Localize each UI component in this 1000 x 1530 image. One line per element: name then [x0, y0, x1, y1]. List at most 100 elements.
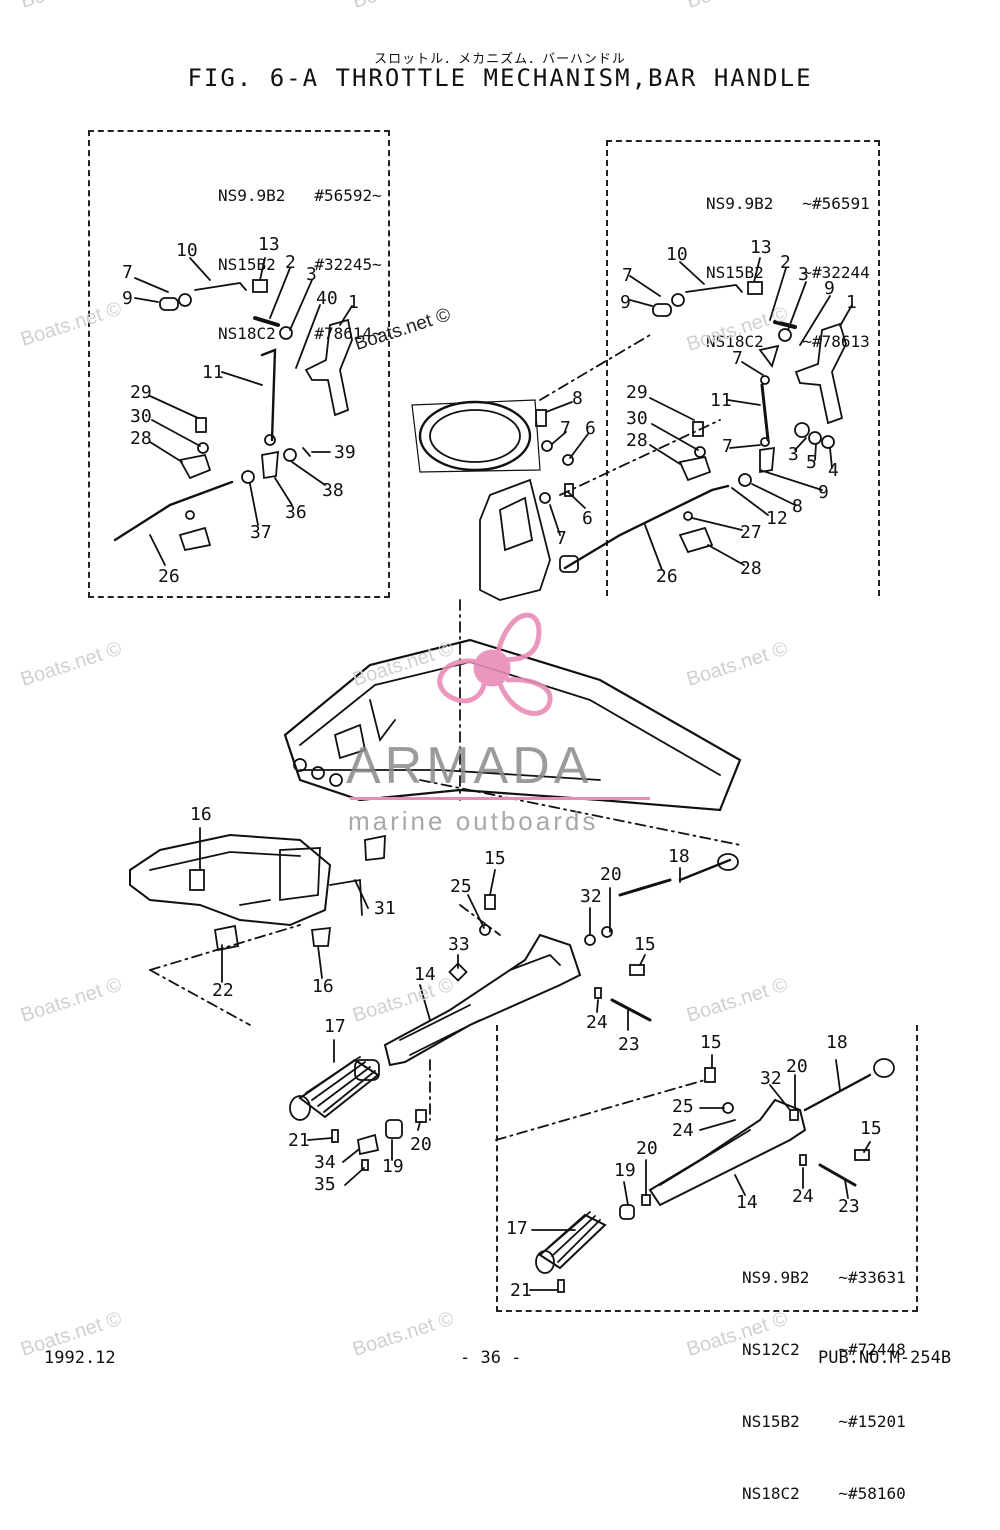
callout-23: 23 [618, 1034, 640, 1055]
callout-18: 18 [826, 1032, 848, 1053]
callout-2: 2 [285, 252, 296, 273]
callout-4: 4 [828, 460, 839, 481]
footer-date: 1992.12 [44, 1348, 116, 1368]
part-rod-10-r [685, 284, 743, 293]
part-ring-7 [178, 293, 192, 307]
part-cable-18 [678, 858, 732, 882]
callout-7: 7 [722, 436, 733, 457]
callout-32: 32 [580, 886, 602, 907]
callout-9: 9 [122, 288, 133, 309]
callout-36: 36 [285, 502, 307, 523]
part-grip-17-br [538, 1213, 607, 1270]
part-rod-20 [618, 878, 672, 897]
callout-24: 24 [792, 1186, 814, 1207]
callout-1: 1 [348, 292, 359, 313]
model-line: NS9.9B2 #56592~ [218, 186, 382, 205]
callout-18: 18 [668, 846, 690, 867]
part-bushing-22 [213, 924, 240, 952]
callout-14: 14 [414, 964, 436, 985]
part-bolt-15 [484, 894, 496, 910]
figure-subtitle-jp: スロットル．メカニズム．バーハンドル [374, 52, 626, 67]
logo-propeller-icon [437, 612, 553, 716]
part-cable-26-r [563, 484, 730, 570]
part-bolt-23 [610, 998, 652, 1022]
part-handle-14 [383, 933, 582, 1067]
part-ring-bracket [418, 400, 532, 472]
callout-21: 21 [288, 1130, 310, 1151]
callout-25: 25 [672, 1096, 694, 1117]
part-nut-37 [241, 470, 255, 484]
part-clamp-lower [178, 526, 212, 552]
callout-7: 7 [122, 262, 133, 283]
figure-title: FIG. 6-A THROTTLE MECHANISM,BAR HANDLE [187, 64, 813, 92]
callout-26: 26 [158, 566, 180, 587]
callout-19: 19 [382, 1156, 404, 1177]
model-list-top-right: NS9.9B2 ~#56591 NS15B2 ~#32244 NS18C2 ~#… [706, 146, 870, 376]
callout-5: 5 [806, 452, 817, 473]
part-joint [264, 434, 276, 446]
callout-15: 15 [484, 848, 506, 869]
part-link-11 [260, 348, 277, 442]
callout-35: 35 [314, 1174, 336, 1195]
callout-20: 20 [410, 1134, 432, 1155]
callout-24: 24 [586, 1012, 608, 1033]
callout-16: 16 [190, 804, 212, 825]
part-ring-7-r [671, 293, 685, 307]
part-washer-30 [197, 442, 209, 454]
part-13 [252, 279, 268, 293]
callout-23: 23 [838, 1196, 860, 1217]
box-top-left [88, 130, 390, 598]
callout-9: 9 [818, 482, 829, 503]
callout-8: 8 [572, 388, 583, 409]
part-13-r [747, 281, 763, 295]
callout-28: 28 [130, 428, 152, 449]
callout-3: 3 [306, 264, 317, 285]
part-washer-38 [283, 448, 297, 462]
model-line: NS12C2 ~#72448 [742, 1340, 906, 1359]
callout-15: 15 [634, 934, 656, 955]
callout-29: 29 [130, 382, 152, 403]
callout-34: 34 [314, 1152, 336, 1173]
callout-30: 30 [626, 408, 648, 429]
callout-16: 16 [312, 976, 334, 997]
callout-33: 33 [448, 934, 470, 955]
part-cable-18-br [803, 1073, 872, 1112]
box-top-right [606, 140, 880, 596]
part-clip-39 [302, 447, 311, 457]
callout-7: 7 [560, 418, 571, 439]
model-line: NS9.9B2 ~#56591 [706, 194, 870, 213]
callout-31: 31 [374, 898, 396, 919]
logo-tagline: marine outboards [348, 806, 599, 836]
callout-28: 28 [626, 430, 648, 451]
callout-22: 22 [212, 980, 234, 1001]
callout-29: 29 [626, 382, 648, 403]
callout-12: 12 [766, 508, 788, 529]
callout-3: 3 [788, 444, 799, 465]
model-line: NS15B2 ~#32244 [706, 263, 870, 282]
callout-38: 38 [322, 480, 344, 501]
part-block-36 [261, 450, 279, 480]
callout-6: 6 [585, 418, 596, 439]
part-19 [385, 1119, 403, 1139]
part-clamp-28 [178, 453, 212, 480]
part-34 [356, 1133, 380, 1156]
box-bottom-right [496, 1025, 918, 1312]
part-pin-2 [253, 316, 280, 327]
callout-40: 40 [316, 288, 338, 309]
callout-26: 26 [656, 566, 678, 587]
part-bolt-15b [629, 964, 645, 976]
part-cable-26 [113, 480, 234, 542]
part-handle-14-br [648, 1098, 807, 1207]
logo-wordmark: ARMADA [346, 737, 593, 795]
part-rod-10 [194, 282, 247, 291]
callout-15: 15 [700, 1032, 722, 1053]
part-lever-1-r [794, 322, 847, 425]
logo-underline [350, 797, 650, 800]
callout-8: 8 [792, 496, 803, 517]
callout-20: 20 [636, 1138, 658, 1159]
model-line: NS15B2 ~#15201 [742, 1412, 906, 1431]
callout-9: 9 [824, 278, 835, 299]
callout-11: 11 [710, 390, 732, 411]
footer-pub-number: PUB.NO.M-254B [818, 1348, 952, 1368]
callout-15: 15 [860, 1118, 882, 1139]
